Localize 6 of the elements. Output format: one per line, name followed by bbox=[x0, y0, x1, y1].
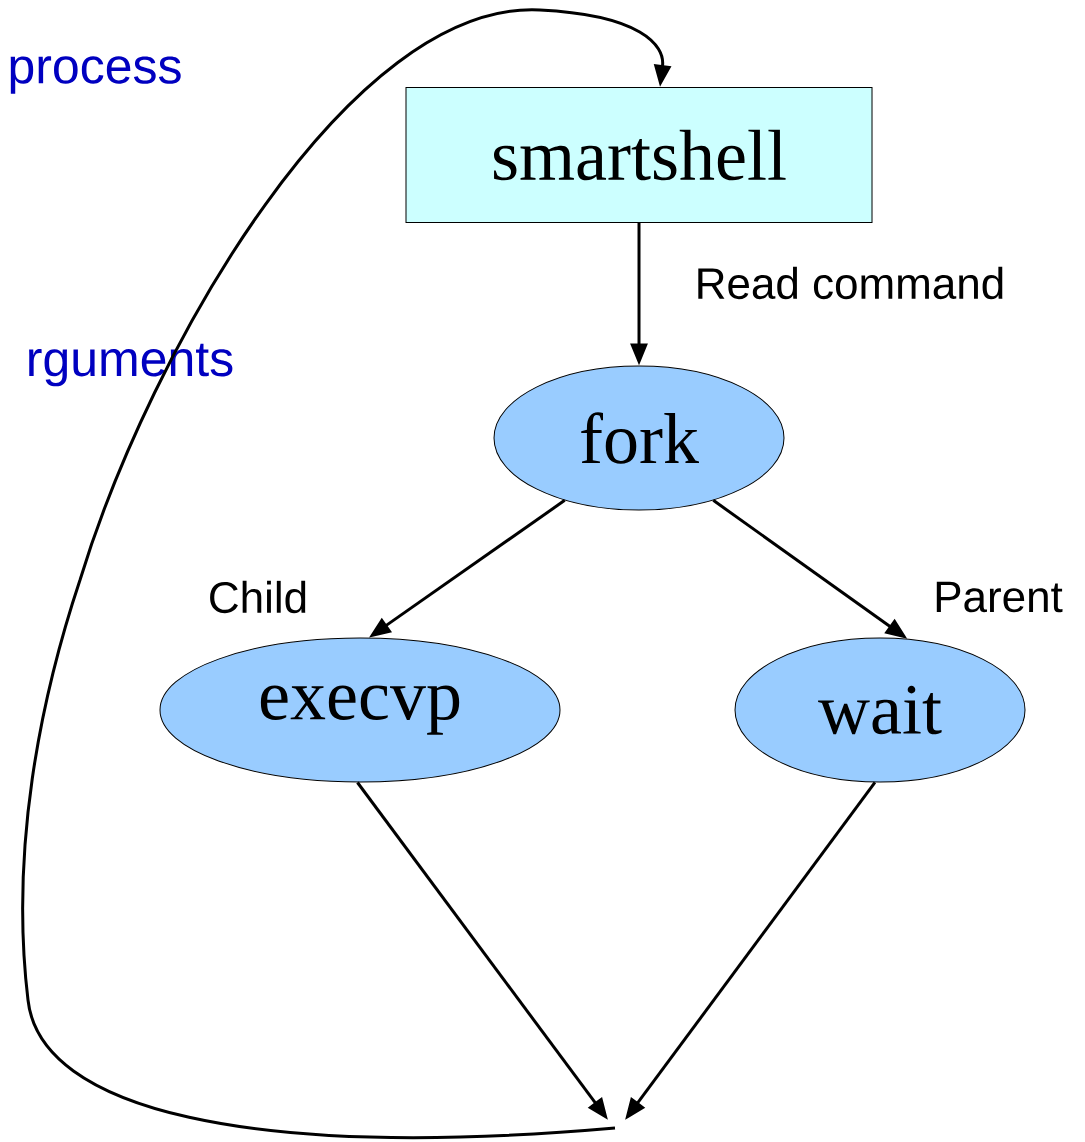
arrow bbox=[21, 8, 672, 1139]
side-text: process bbox=[10, 56, 181, 94]
edge-label: Child bbox=[210, 580, 306, 614]
process-box: smartshell bbox=[405, 87, 873, 223]
edge-label: Read command bbox=[698, 266, 1003, 300]
edge-label: Parent bbox=[936, 581, 1063, 613]
